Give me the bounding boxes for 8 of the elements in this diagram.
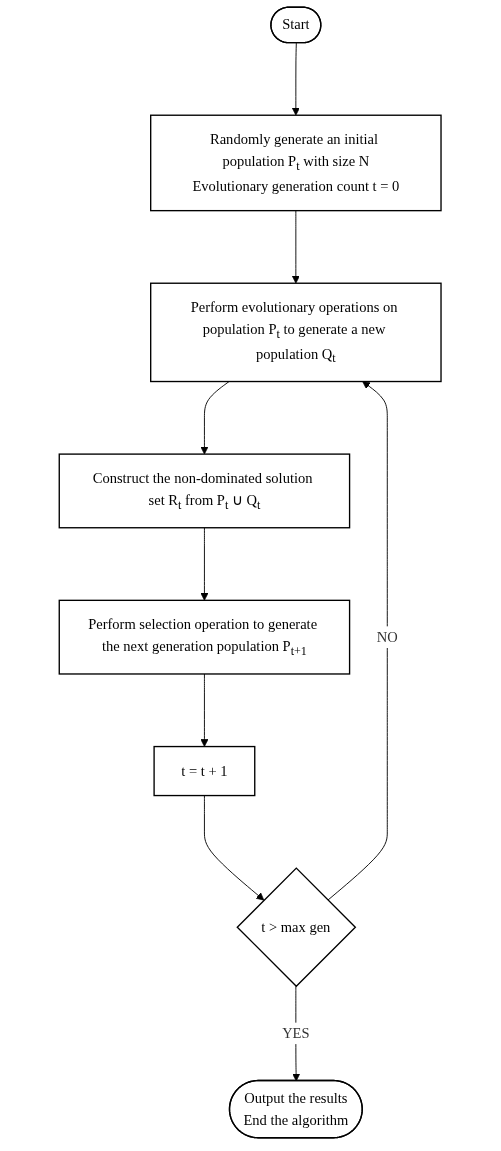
node-box: Randomly generate an initial population P$_{t}$ with size N Evolutionary generation count t = 0 xyxy=(150,114,443,212)
node-box: t = t + 1 xyxy=(153,745,256,797)
node-box: Perform evolutionary operations on population P$_{t}$ to generate a new population Q$_{t}$ xyxy=(150,282,443,383)
edge-label: NO xyxy=(377,628,399,645)
node-diamond: t > max gen xyxy=(236,867,357,988)
node-box: Perform selection operation to generate the next generation population P$_{t+1}$ xyxy=(58,599,351,675)
edge-label: YES xyxy=(282,1025,310,1041)
node-box: Construct the non-dominated solution set R$_{t}$ from P$_{t}$ ∪ Q$_{t}$ xyxy=(58,453,351,529)
